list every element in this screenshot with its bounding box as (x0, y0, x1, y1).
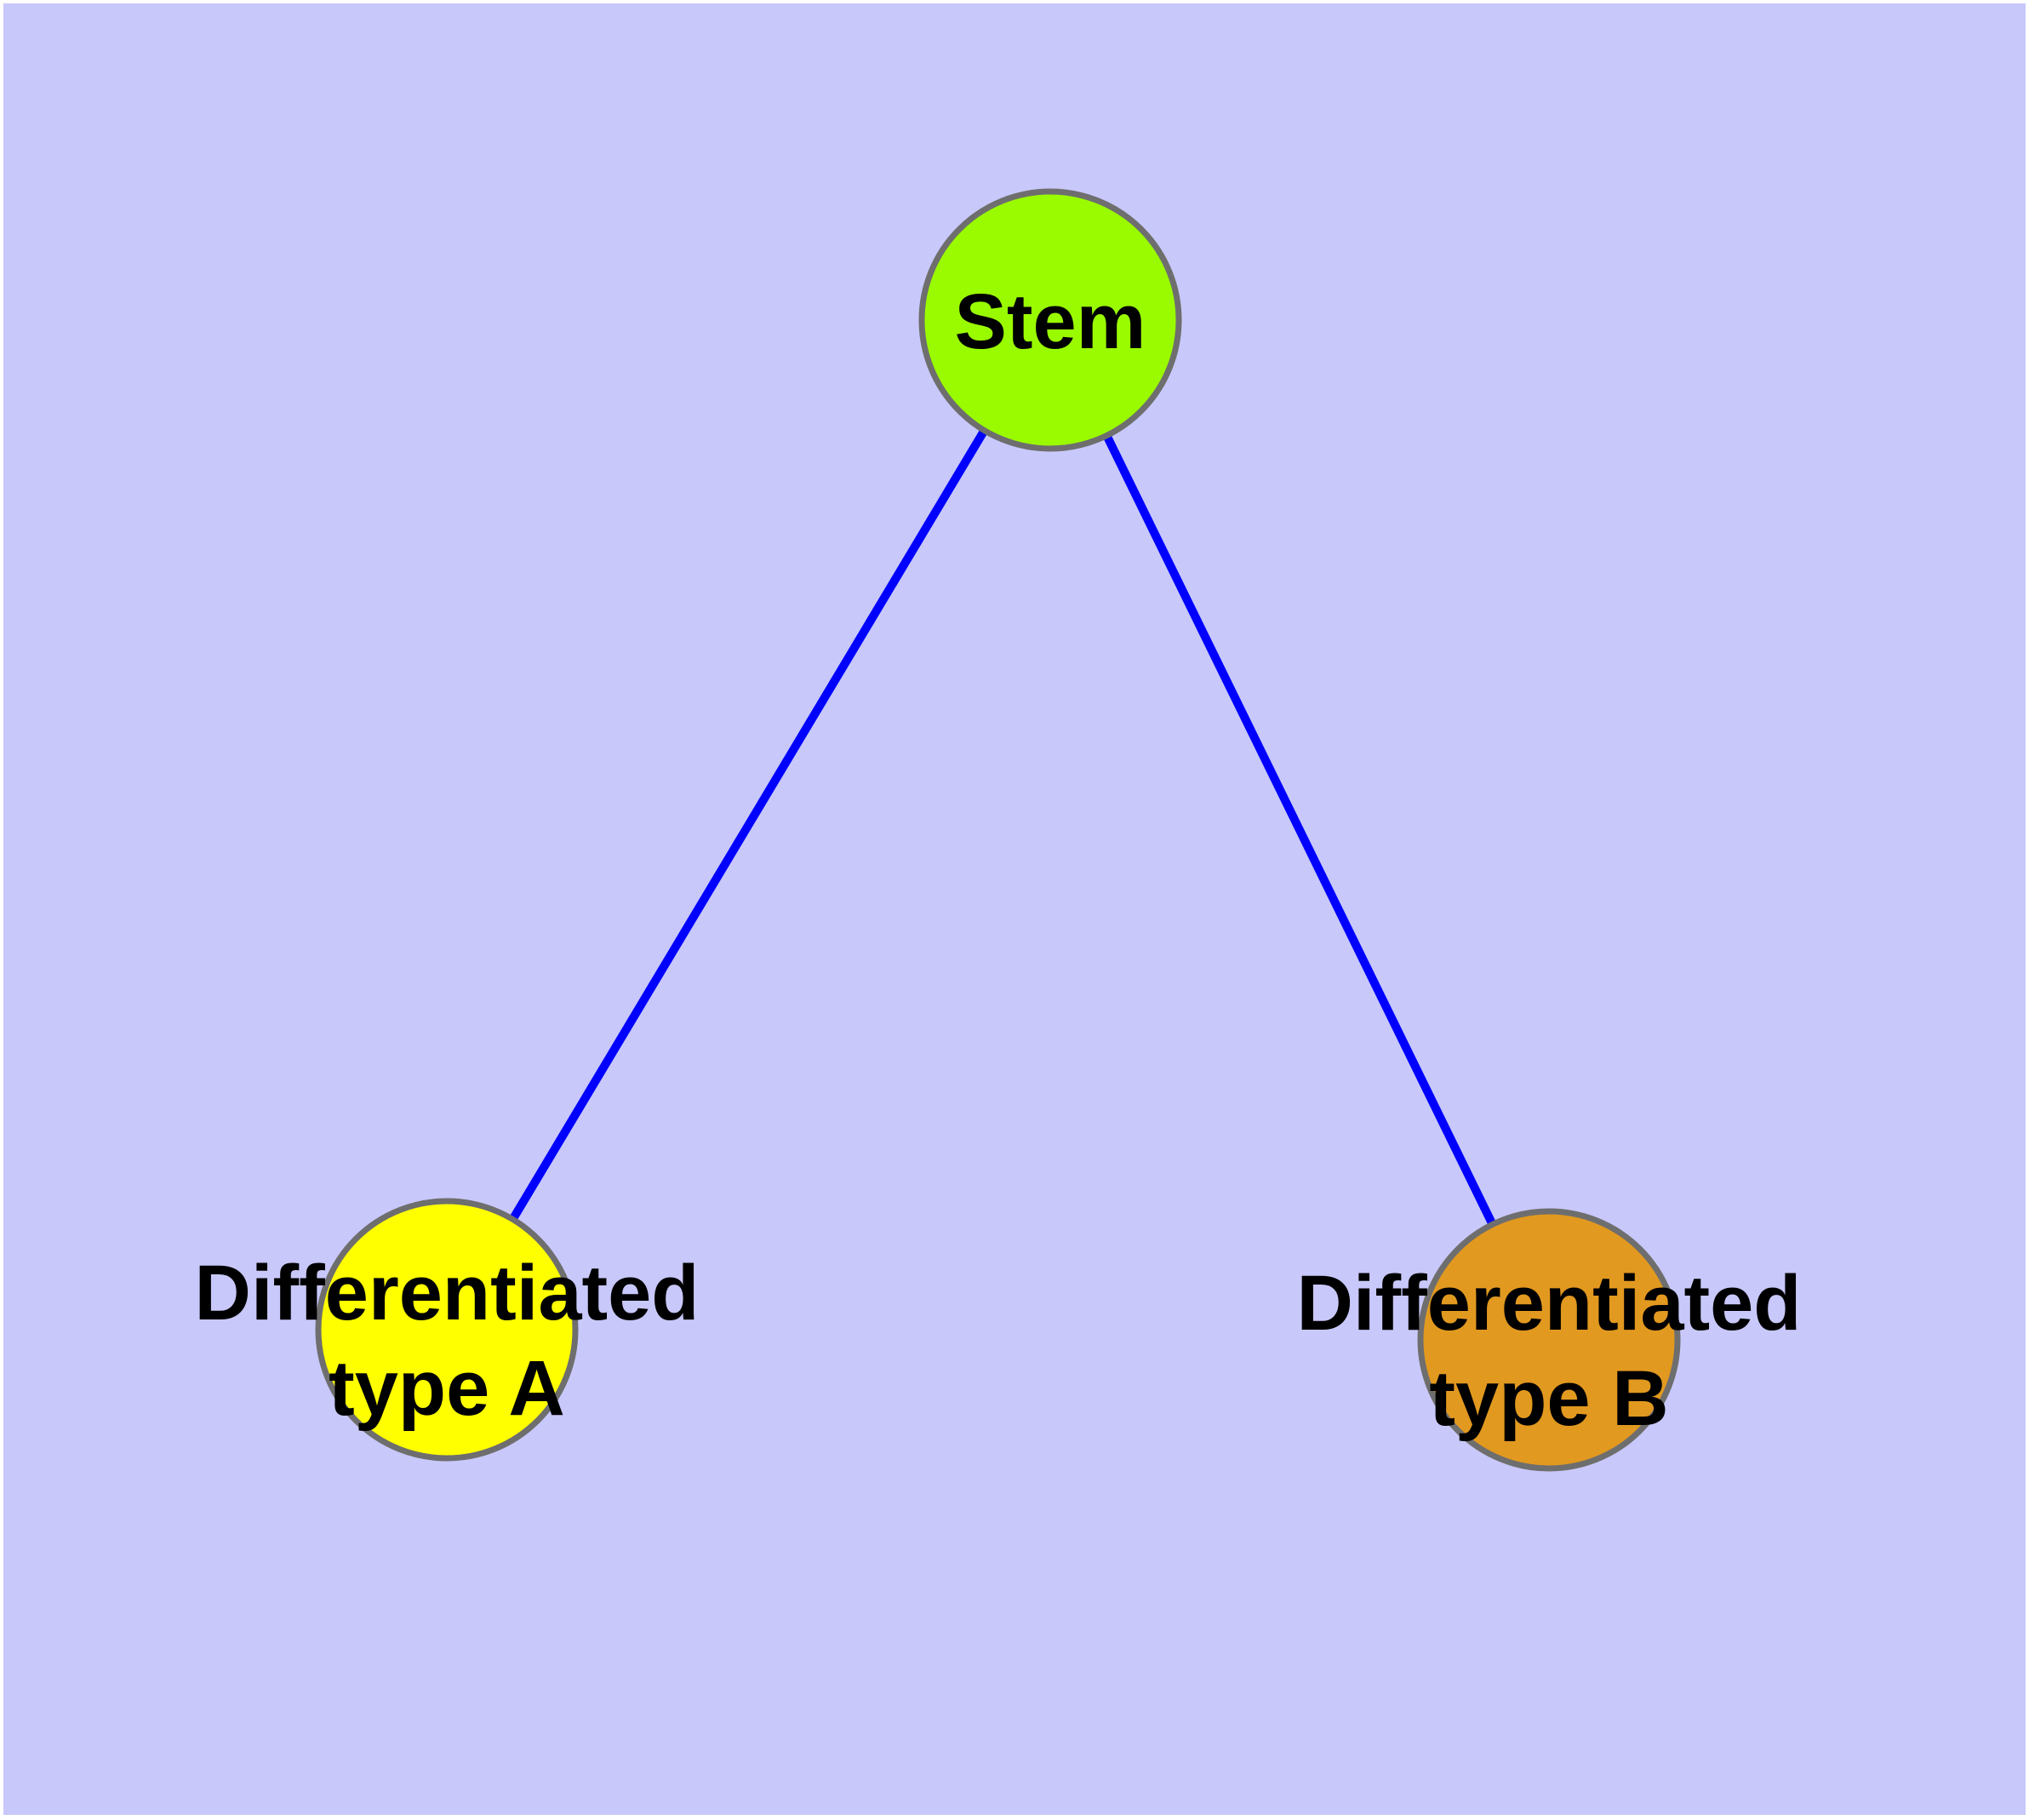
node-differentiated-type-a (315, 1198, 579, 1462)
node-type-a-label-line1: Differentiated (195, 1250, 700, 1336)
node-type-a-label-line2: type A (329, 1345, 565, 1432)
node-differentiated-type-b (1417, 1208, 1681, 1472)
node-stem-label: Stem (955, 278, 1146, 365)
edge-stem-to-type-b (1046, 316, 1553, 1344)
edge-stem-to-type-a (443, 316, 1055, 1334)
node-type-b-label-line1: Differentiated (1297, 1260, 1802, 1347)
node-stem (918, 188, 1182, 452)
node-type-b-label-line2: type B (1429, 1355, 1668, 1442)
